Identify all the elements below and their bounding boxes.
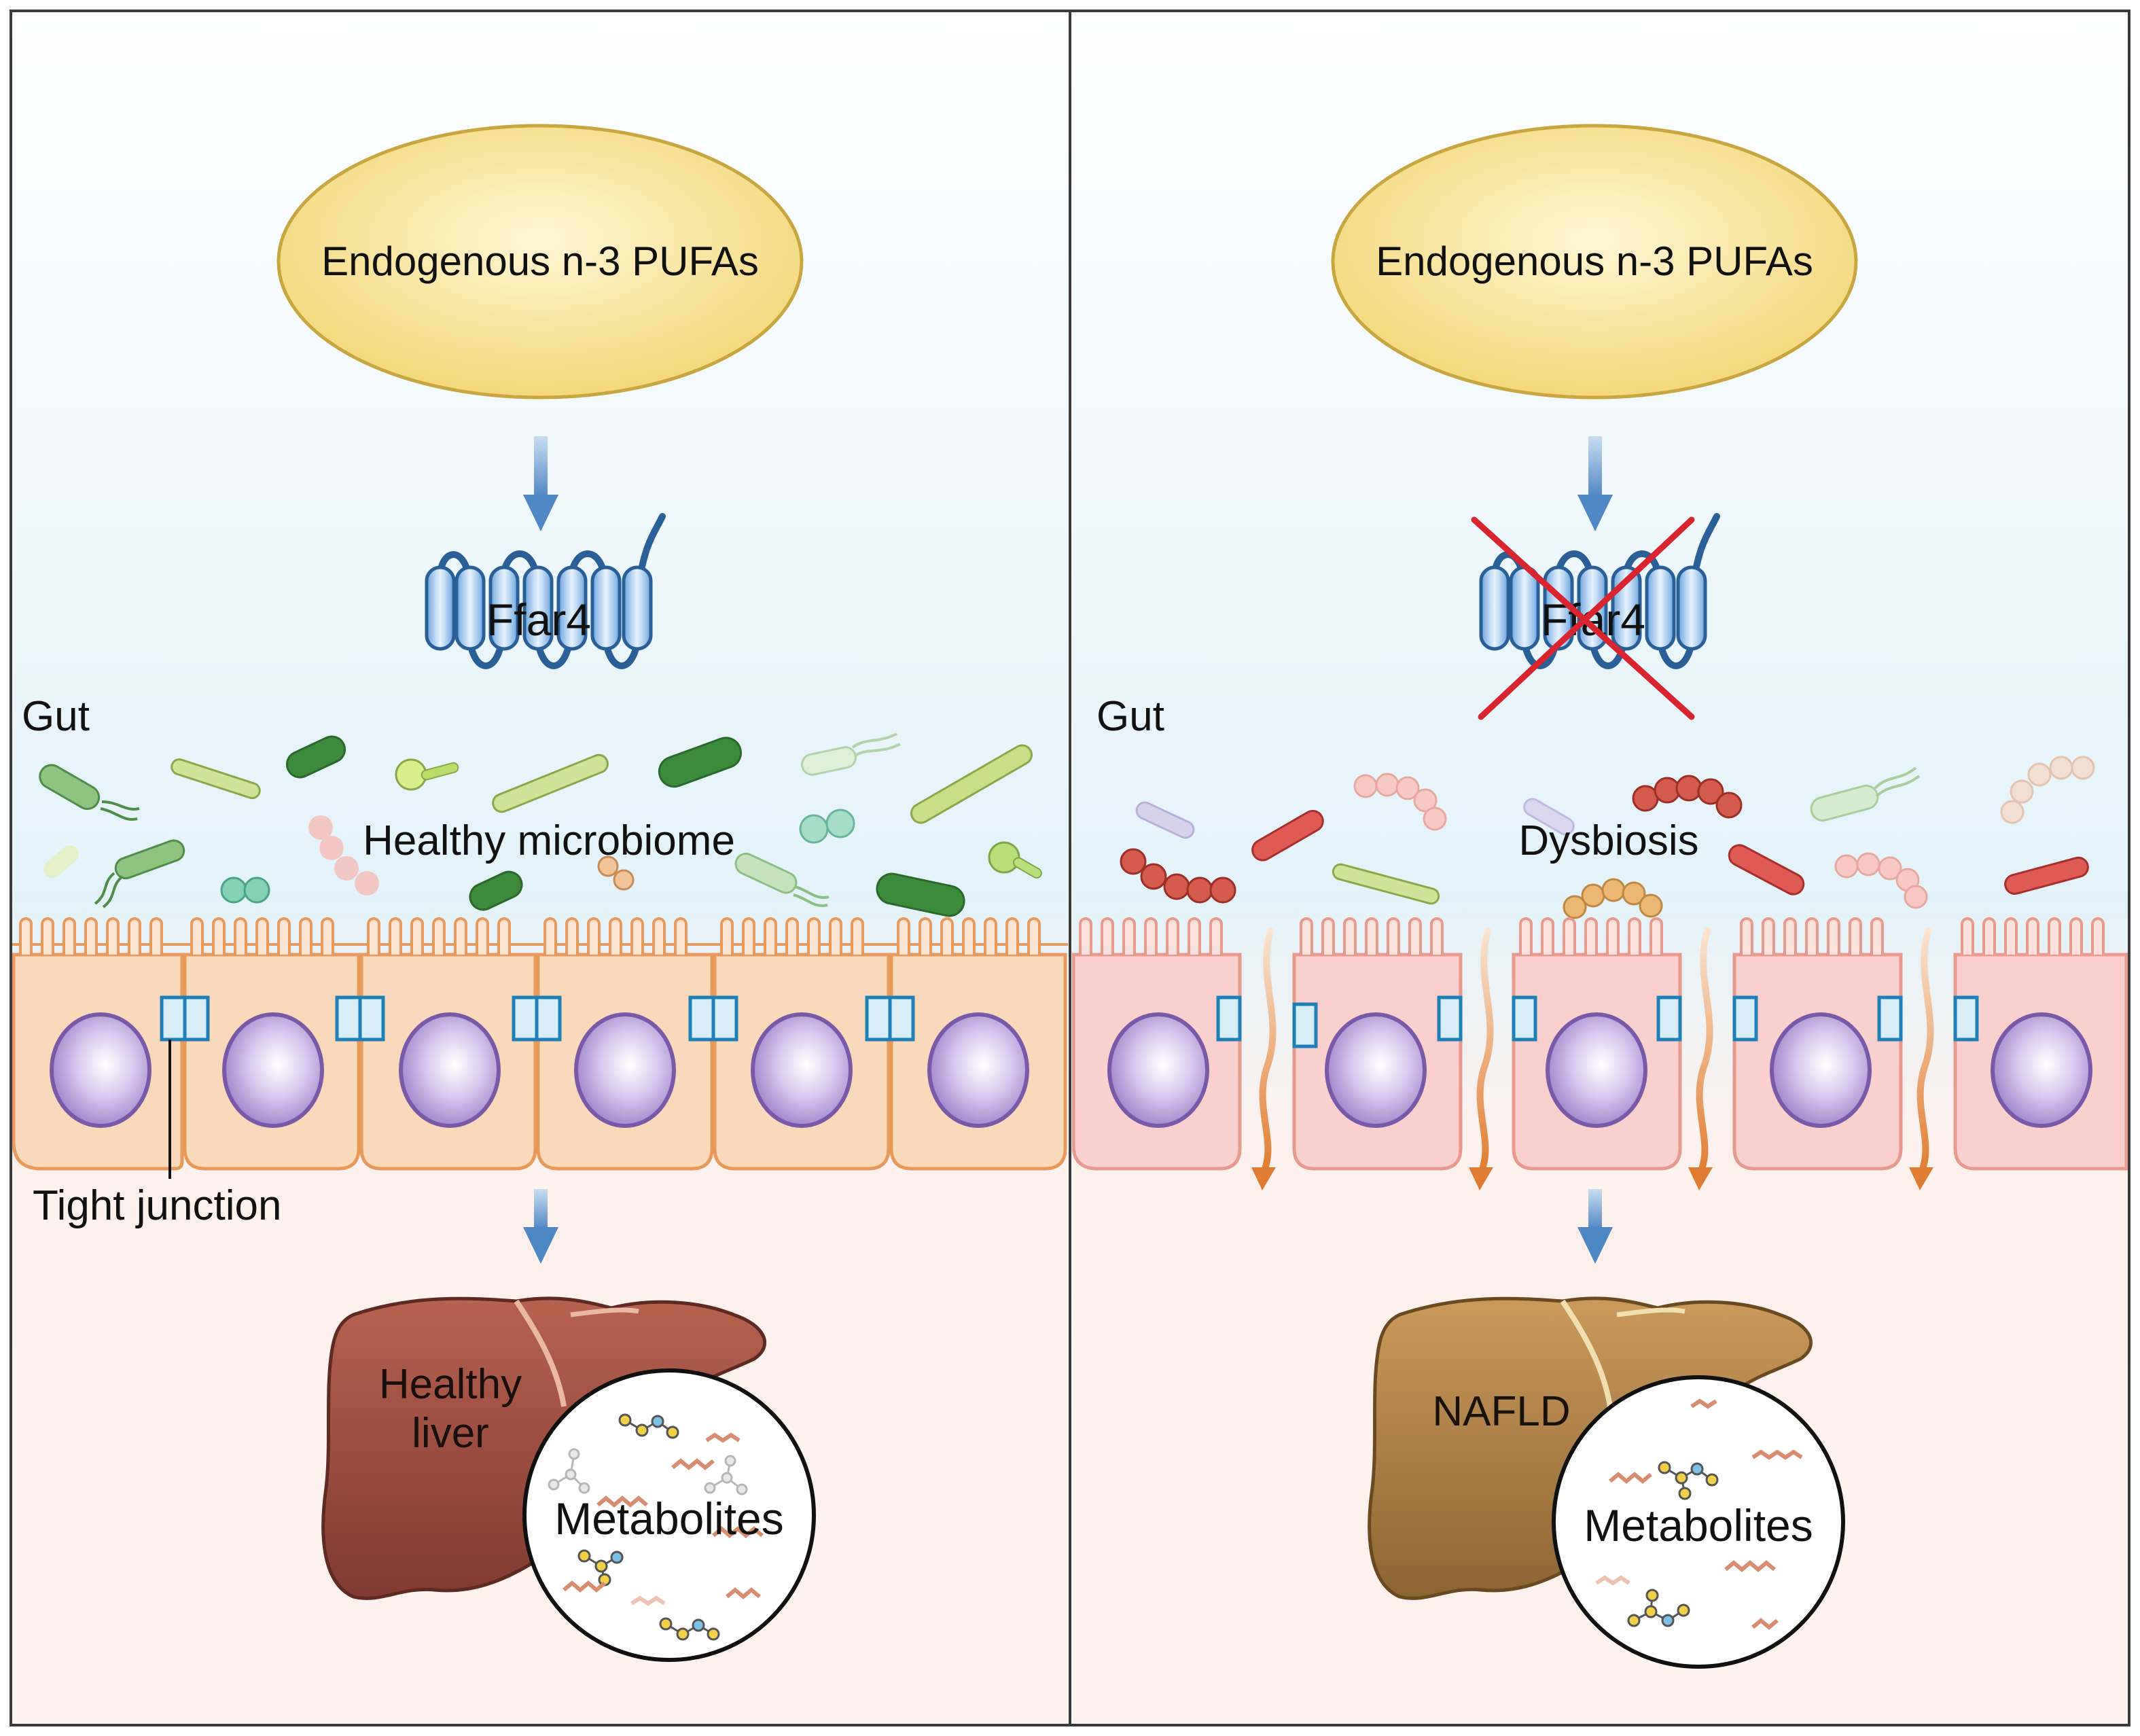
nucleus — [222, 1012, 324, 1128]
right-microbiome-label: Dysbiosis — [1518, 817, 1698, 864]
metabolite-molecule-icon — [1627, 1589, 1690, 1627]
right-metabolites-circle: Metabolites — [1552, 1375, 1845, 1669]
right-bacteria-group — [1120, 756, 2095, 919]
tight-junction — [160, 995, 915, 1042]
bacterium — [1728, 844, 1805, 896]
right-metabolites-label: Metabolites — [1584, 1500, 1813, 1551]
metabolite-molecule-icon — [618, 1413, 679, 1439]
bacterium — [285, 735, 346, 779]
metabolite-molecule-icon — [577, 1549, 624, 1587]
bacterium — [1523, 798, 1575, 836]
bacterium — [1834, 852, 1928, 909]
metabolite-molecule-icon — [548, 1448, 590, 1494]
nucleus — [1107, 1012, 1209, 1128]
nucleus — [574, 1012, 676, 1128]
left-gut-label: Gut — [22, 693, 90, 740]
left-metabolites-label: Metabolites — [554, 1493, 784, 1544]
bacterium — [1332, 863, 1440, 905]
microvilli — [19, 917, 1041, 955]
right-receptor-label: Ffar4 — [1541, 595, 1645, 645]
right-pufa-node: Endogenous n-3 PUFAs — [1331, 124, 1858, 400]
right-pufa-label: Endogenous n-3 PUFAs — [1376, 238, 1813, 284]
nucleus — [1325, 1012, 1427, 1128]
bacterium — [39, 764, 101, 810]
nucleus — [1546, 1012, 1647, 1128]
left-epithelium — [12, 917, 1068, 1179]
nucleus — [1770, 1012, 1872, 1128]
bacterium — [658, 737, 743, 788]
metabolite-molecule-icon — [704, 1455, 748, 1495]
nucleus — [399, 1012, 501, 1128]
left-receptor-label: Ffar4 — [486, 595, 591, 645]
leak-arrowheads — [1251, 1167, 1933, 1190]
nucleus — [751, 1012, 853, 1128]
bacterium — [1563, 878, 1663, 919]
left-panel: Endogenous n-3 PUFAs Ffar4 Gut — [12, 124, 1068, 1662]
healthy-liver-label-line2: liver — [412, 1410, 489, 1457]
lipid-chain-icons — [1595, 1398, 1803, 1630]
microvilli — [1079, 917, 2105, 955]
left-bacteria-group — [39, 732, 1042, 917]
bacterium — [1251, 810, 1324, 862]
left-metabolites-circle: Metabolites — [522, 1368, 816, 1662]
left-microbiome-label: Healthy microbiome — [363, 817, 735, 864]
right-epithelium — [1072, 917, 2128, 1190]
right-arrow-pufa-to-receptor — [1577, 436, 1613, 531]
bacterium — [2004, 856, 2089, 895]
tight-junction-label: Tight junction — [33, 1182, 281, 1229]
right-panel: Endogenous n-3 PUFAs Ffar4 Gut — [1072, 124, 2128, 1669]
left-arrow-gut-to-liver — [523, 1189, 558, 1264]
metabolite-molecule-icon — [659, 1617, 720, 1641]
right-gut-label: Gut — [1096, 693, 1164, 740]
inhibition-cross-icon — [1471, 516, 1695, 720]
nucleus — [927, 1012, 1029, 1128]
bacterium — [910, 744, 1033, 824]
nafld-liver-label: NAFLD — [1432, 1388, 1570, 1435]
bacterium — [1353, 773, 1447, 831]
bacterium — [469, 870, 523, 911]
bacterium — [171, 758, 261, 800]
bacterium — [114, 839, 185, 880]
lipid-chain-icons — [563, 1432, 764, 1606]
nucleus — [1991, 1012, 2092, 1128]
bacterium — [1632, 775, 1743, 819]
metabolite-molecule-icon — [1658, 1461, 1719, 1500]
bacterium — [43, 845, 79, 878]
right-ffar4-receptor-icon: Ffar4 — [1479, 513, 1720, 669]
bacterium — [2000, 756, 2095, 824]
left-ffar4-receptor-icon: Ffar4 — [425, 513, 666, 669]
leak-arrows — [1259, 927, 1934, 1175]
left-pufa-node: Endogenous n-3 PUFAs — [277, 124, 804, 400]
bacterium — [876, 872, 965, 917]
nucleus — [50, 1012, 151, 1128]
broken-tight-junction — [1216, 995, 1979, 1048]
right-arrow-gut-to-liver — [1577, 1189, 1613, 1264]
bacterium — [1135, 801, 1195, 839]
left-arrow-pufa-to-receptor — [523, 436, 558, 531]
bacterium — [492, 754, 609, 813]
bacterium — [1120, 848, 1236, 904]
left-pufa-label: Endogenous n-3 PUFAs — [321, 238, 759, 284]
healthy-liver-label-line1: Healthy — [379, 1361, 522, 1408]
